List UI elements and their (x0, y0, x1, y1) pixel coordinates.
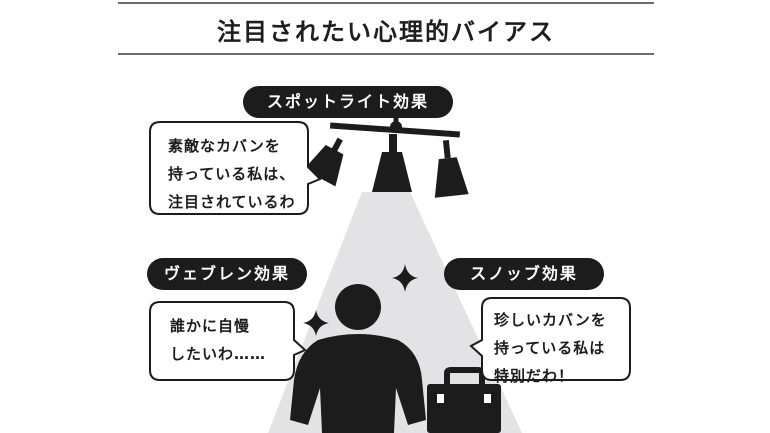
label-veblen-effect: ヴェブレン効果 (147, 258, 307, 290)
speech-bubble-snob (469, 297, 631, 381)
bubble-text-snob: 珍しいカバンを 持っている私は 特別だわ！ (494, 311, 607, 385)
speech-bubble-spotlight (149, 121, 322, 215)
spotlight-fixture-icon (303, 112, 469, 198)
label-snob-effect: スノッブ効果 (444, 258, 604, 290)
title-underline (118, 53, 654, 55)
diagram-title: 注目されたい心理的バイアス (217, 18, 555, 46)
label-spotlight-effect: スポットライト効果 (243, 86, 453, 118)
top-rule (118, 2, 654, 4)
sparkle-icon (392, 264, 418, 292)
sparkle-icon (303, 310, 329, 336)
bubble-text-spotlight: 素敵なカバンを 持っている私は、 注目されているわ (168, 137, 296, 211)
speech-bubble-veblen (149, 301, 307, 381)
bubble-text-veblen: 誰かに自慢 したいわ…… (170, 317, 267, 363)
person-icon (290, 284, 426, 433)
